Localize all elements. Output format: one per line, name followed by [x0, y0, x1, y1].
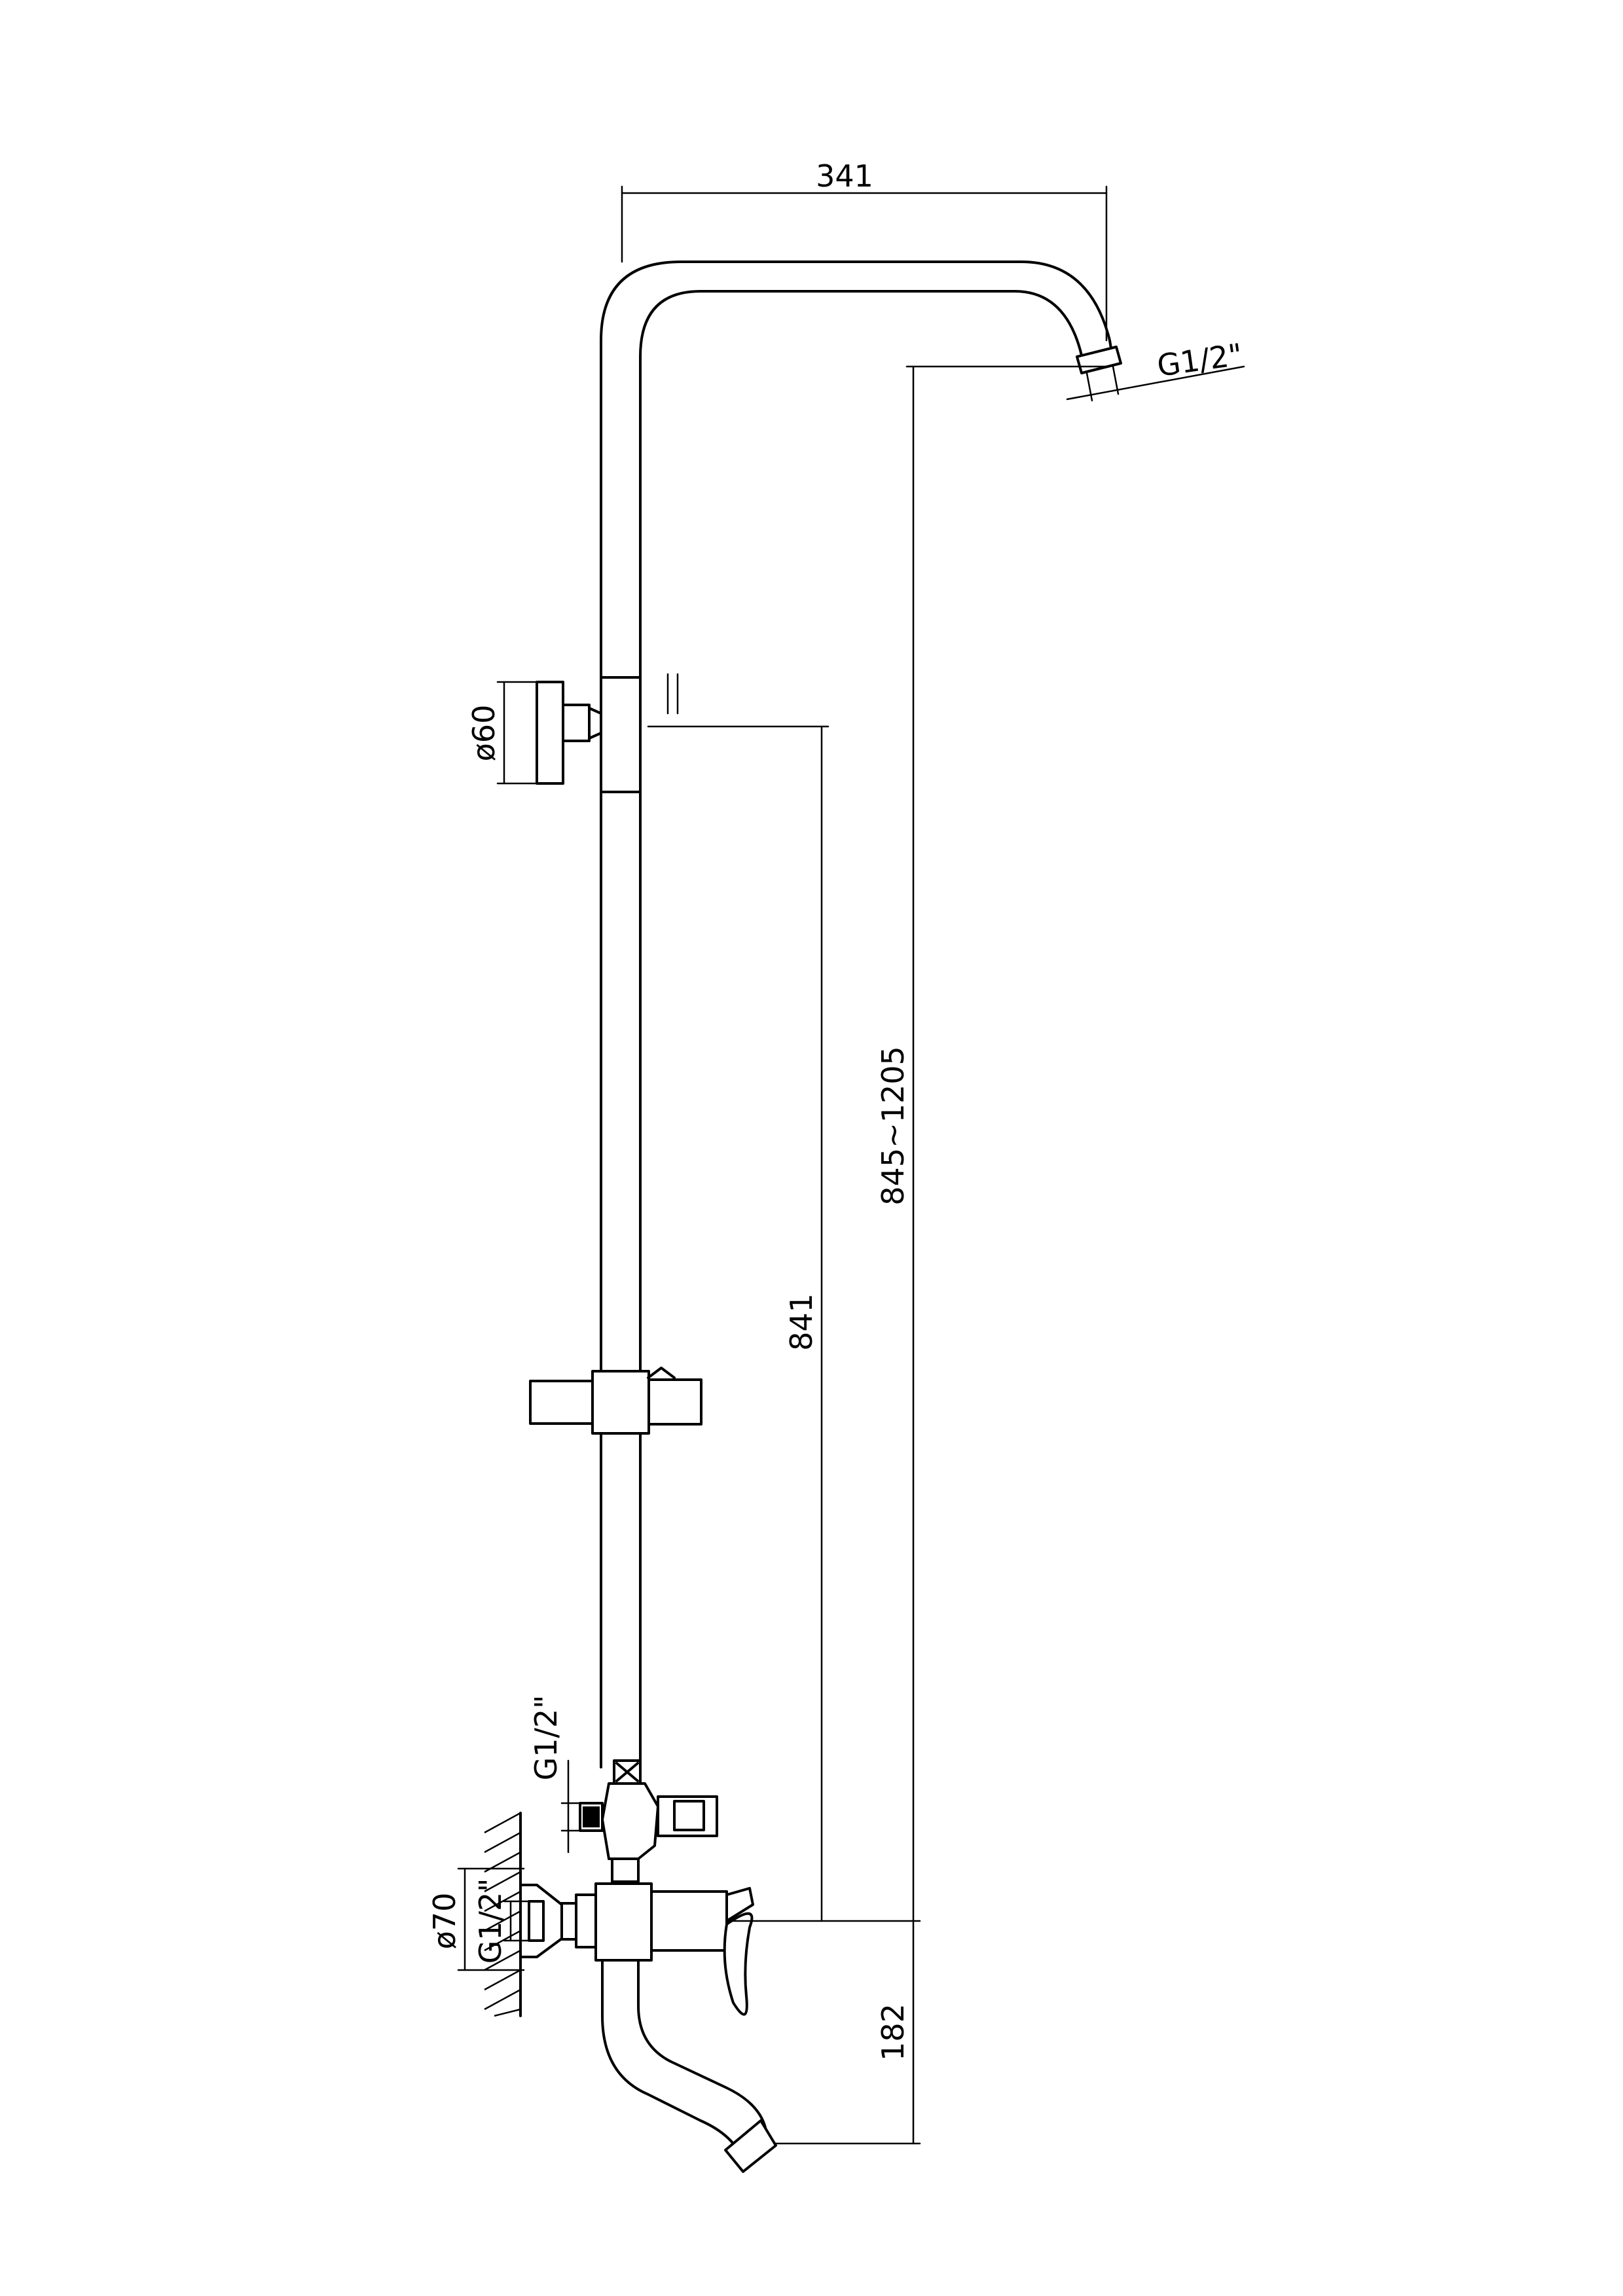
dim-inlet-thread: G1/2"	[473, 1878, 508, 1964]
dim-diverter-thread: G1/2"	[528, 1695, 564, 1781]
wall-holder	[536, 676, 642, 793]
shower-riser-pipe	[600, 260, 1122, 1768]
dim-escutcheon-diameter: ø70	[427, 1893, 462, 1950]
slide-bracket	[529, 1367, 702, 1435]
mixer-body	[519, 1857, 754, 2016]
bath-spout	[601, 1959, 777, 2173]
diverter	[579, 1759, 718, 1860]
dim-spout-drop: 182	[875, 2003, 911, 2061]
dim-slider-height: 841	[784, 1293, 819, 1351]
dim-adjustable-height: 845~1205	[875, 1046, 911, 1205]
dim-arm-thread: G1/2"	[1155, 336, 1245, 384]
wall-section	[484, 1812, 522, 2017]
dim-arm-length: 341	[816, 158, 873, 194]
dim-holder-diameter: ø60	[466, 705, 501, 762]
dimension-lines	[457, 185, 1245, 2145]
